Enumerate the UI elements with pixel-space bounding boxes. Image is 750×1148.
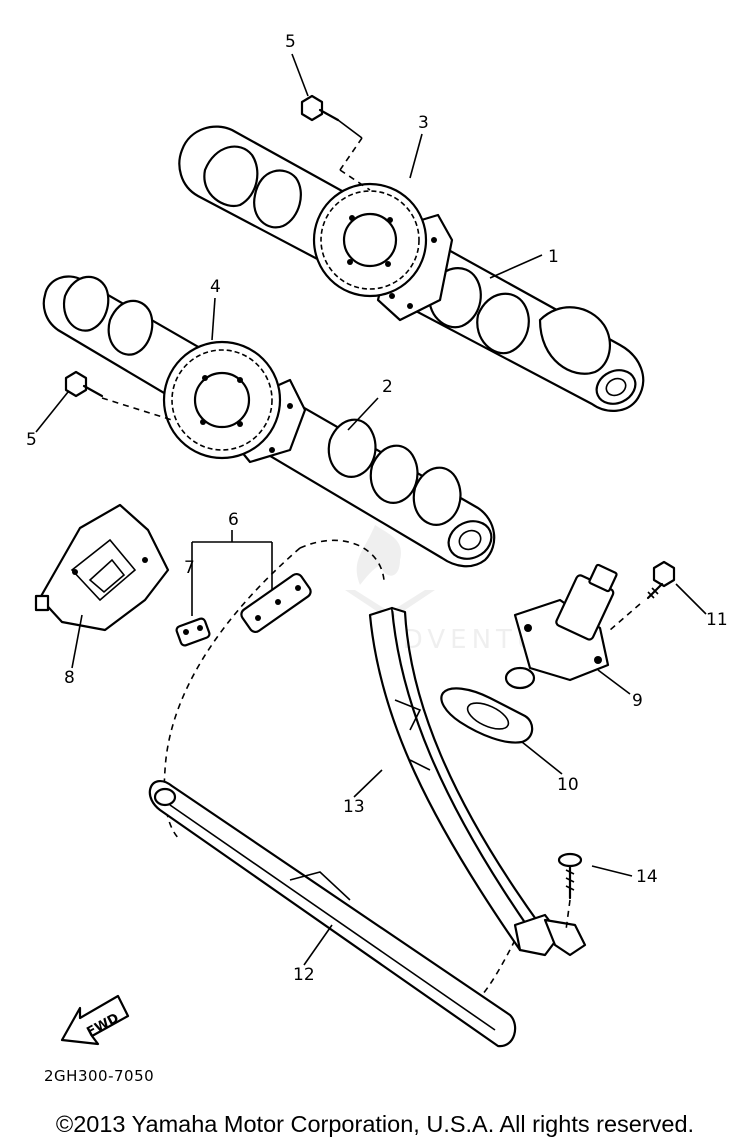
bolt-5-lower [64,370,173,421]
callout-9: 9 [632,691,643,711]
bolt-11 [609,560,676,631]
callout-4: 4 [210,277,221,297]
callout-14: 14 [636,867,658,887]
bolt-5-upper [300,94,371,191]
part-code-label: 2GH300-7050 [44,1067,155,1085]
joint-link-7 [175,617,211,647]
chain-link-6 [240,572,312,634]
callout-12: 12 [293,965,315,985]
callout-5-lower: 5 [26,430,37,450]
gasket-10 [440,687,534,744]
callout-1: 1 [548,247,559,267]
callout-11: 11 [706,610,728,630]
callout-5-upper: 5 [285,32,296,52]
chain-tensioner-9 [504,563,618,690]
callout-2: 2 [382,377,393,397]
copyright-notice: ©2013 Yamaha Motor Corporation, U.S.A. A… [55,1111,695,1137]
callout-10: 10 [557,775,579,795]
callouts: 1 2 3 4 5 5 6 7 8 9 10 11 12 13 [26,32,728,985]
chain-guide-13 [368,606,587,957]
bolt-14 [557,852,583,931]
callout-7: 7 [184,558,195,578]
callout-bracket-6-7 [191,530,273,616]
chain-guide-8 [34,503,170,632]
fwd-arrow-icon: FWD [60,994,130,1046]
callout-6: 6 [228,510,239,530]
callout-8: 8 [64,668,75,688]
cam-sprocket-3 [312,182,428,298]
callout-13: 13 [343,797,365,817]
chain-guide-12 [148,780,517,1048]
cam-sprocket-4 [162,340,282,460]
cam-chain [163,539,516,1003]
callout-3: 3 [418,113,429,133]
